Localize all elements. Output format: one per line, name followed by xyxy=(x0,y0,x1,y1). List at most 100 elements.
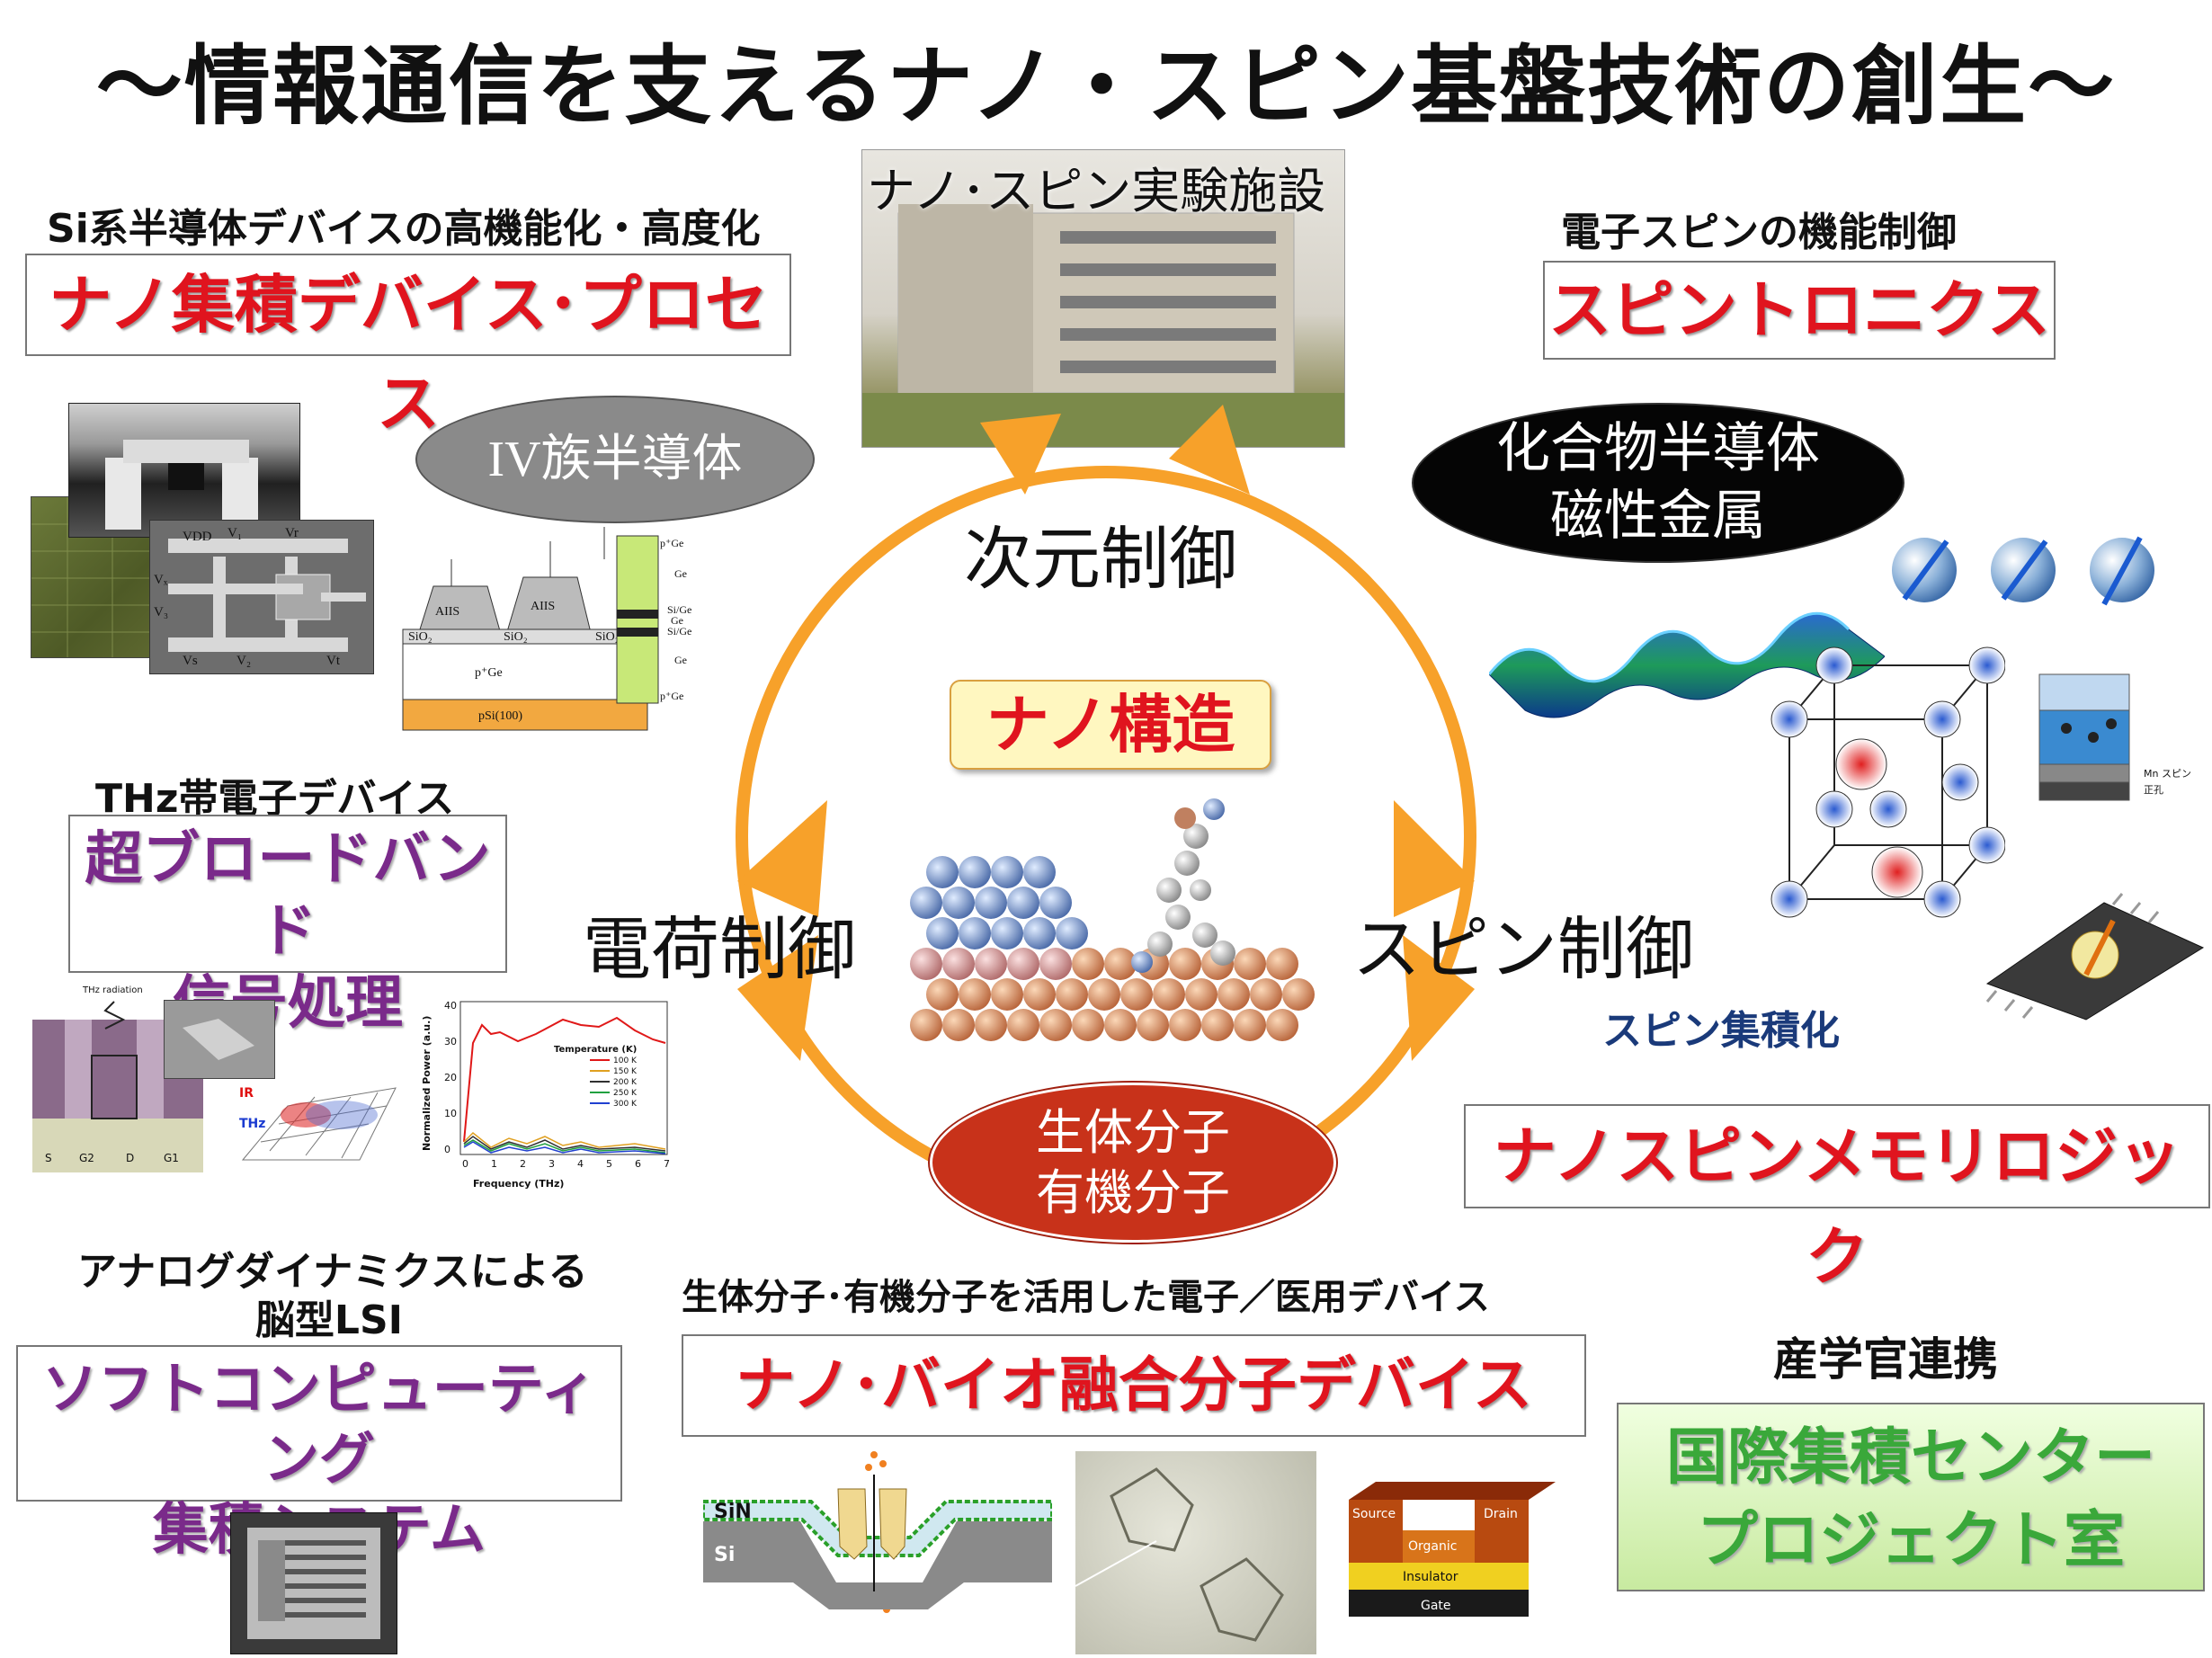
p-si-label: pSi(100) xyxy=(478,709,522,723)
aiis-2-label: AIIS xyxy=(531,600,555,613)
microscope-photo xyxy=(1075,1451,1316,1654)
chart-xtick-label: 6 xyxy=(635,1158,641,1170)
chart-xtick-label: 4 xyxy=(577,1158,584,1170)
thz-device-subtitle: THz帯電子デバイス xyxy=(95,776,455,822)
nano-spin-facility-label: ナノ･スピン実験施設 xyxy=(867,163,1326,219)
ge-7-label: p⁺Ge xyxy=(660,690,683,702)
v3-label: V₃ xyxy=(154,605,168,620)
series-line-250k xyxy=(463,1139,666,1154)
organic-molecule-label: 有機分子 xyxy=(1036,1164,1230,1221)
g2-label: G2 xyxy=(79,1152,94,1164)
series-line-300k xyxy=(463,1141,666,1154)
drain-label: Drain xyxy=(1484,1507,1518,1521)
chart-ylabel: Normalized Power (a.u.) xyxy=(421,1016,433,1151)
project-office-label: プロジェクト室 xyxy=(1696,1505,2125,1576)
electron-spin-subtitle: 電子スピンの機能制御 xyxy=(1561,209,1957,255)
sio2-1-label: SiO₂ xyxy=(408,630,433,644)
vt-label: Vt xyxy=(326,654,341,668)
dimension-control-label: 次元制御 xyxy=(964,519,1237,599)
chart-legend-entry: 300 K xyxy=(613,1100,638,1109)
thz-spectrum-chart: Frequency (THz) Normalized Power (a.u.) … xyxy=(419,989,680,1192)
chart-legend-entry: 100 K xyxy=(613,1056,638,1065)
d-label: D xyxy=(126,1152,134,1164)
chart-ytick-label: 30 xyxy=(444,1036,457,1047)
sio2-3-label: SiO₂ xyxy=(595,630,620,644)
bio-organic-molecule-ellipse: 生体分子 有機分子 xyxy=(930,1083,1336,1243)
chart-xtick-label: 2 xyxy=(520,1158,526,1170)
broadband-label: 超ブロードバンド xyxy=(85,826,491,965)
nano-structure-box: ナノ構造 xyxy=(950,680,1271,770)
series-line-100k xyxy=(463,1016,666,1143)
chart-ytick-label: 10 xyxy=(444,1108,457,1119)
chart-ytick-label: 0 xyxy=(444,1144,450,1155)
chart-xtick-label: 0 xyxy=(462,1158,468,1170)
chart-legend-entry: 250 K xyxy=(613,1089,638,1098)
nanostructure-atoms xyxy=(899,791,1331,1061)
brain-lsi-label: 脳型LSI xyxy=(254,1297,404,1343)
chart-xtick-label: 3 xyxy=(549,1158,555,1170)
aiis-1-label: AIIS xyxy=(435,605,459,619)
lsi-chip-photo xyxy=(230,1512,397,1654)
iv-semiconductor-ellipse: IV族半導体 xyxy=(415,396,815,523)
graphene-illustration: IR THz xyxy=(234,1070,414,1176)
spin-wave-illustration xyxy=(1487,575,1886,755)
chart-xtick-label: 5 xyxy=(606,1158,612,1170)
series-line-150k xyxy=(463,1131,666,1150)
spin-device-stack: Mn スピン 正孔 xyxy=(2030,647,2201,827)
g1-label: G1 xyxy=(164,1152,179,1164)
thz-device-layout: THz radiation S G2 D G1 xyxy=(29,984,209,1172)
international-center-box: 国際集積センター プロジェクト室 xyxy=(1617,1403,2205,1591)
chart-xtick-label: 1 xyxy=(491,1158,497,1170)
page-title: ～情報通信を支えるナノ・スピン基盤技術の創生～ xyxy=(95,36,2117,137)
vs-label: Vs xyxy=(183,654,198,668)
thz-radiation-label: THz radiation xyxy=(82,985,143,995)
ge-2-label: Ge xyxy=(674,567,687,580)
compound-semiconductor-label: 化合物半導体 xyxy=(1496,417,1820,480)
building-photo xyxy=(861,149,1345,448)
biomolecule-label: 生体分子 xyxy=(1036,1103,1230,1161)
brain-lsi-subtitle: アナログダイナミクスによる 脳型LSI xyxy=(77,1248,588,1345)
vdd-label: VDD xyxy=(183,530,212,544)
broadband-signal-box: 超ブロードバンド 信号処理 xyxy=(68,815,507,1037)
chart-ytick-label: 40 xyxy=(444,1000,457,1012)
spintronics-box: スピントロニクス xyxy=(1543,261,2056,360)
nanopore-diagram: SiN Si xyxy=(701,1448,1054,1617)
sio2-2-label: SiO₂ xyxy=(504,630,528,644)
bio-device-subtitle: 生体分子･有機分子を活用した電子／医用デバイス xyxy=(682,1277,1490,1318)
analog-dynamics-label: アナログダイナミクスによる xyxy=(77,1249,588,1295)
spin-spheres xyxy=(1879,525,2176,624)
sem-image xyxy=(68,403,300,538)
spin-integration-label: スピン集積化 xyxy=(1602,1008,1840,1054)
ge-3-label: Si/Ge xyxy=(667,603,691,616)
si-device-subtitle: Si系半導体デバイスの高機能化・高度化 xyxy=(47,206,761,252)
circuit-layout: VDD V₁ Vr Vₓ V₃ Vs V₂ Vt xyxy=(149,520,374,674)
thz-sem-image xyxy=(164,1000,275,1079)
chart-ytick-label: 20 xyxy=(444,1072,457,1083)
thz-label: THz xyxy=(239,1117,265,1131)
vr-label: Vr xyxy=(285,526,299,540)
ge-1-label: p⁺Ge xyxy=(660,537,683,549)
magnetic-metal-label: 磁性金属 xyxy=(1550,485,1766,548)
si-label: Si xyxy=(714,1544,735,1566)
spin-chip-illustration xyxy=(1969,885,2212,1029)
series-line-200k xyxy=(463,1136,666,1152)
charge-control-label: 電荷制御 xyxy=(583,909,856,989)
ge-5-label: Si/Ge xyxy=(667,625,691,637)
ge-4-label: Ge xyxy=(671,614,683,627)
chart-legend-entry: 200 K xyxy=(613,1078,638,1087)
gate-label: Gate xyxy=(1421,1599,1451,1613)
insulator-label: Insulator xyxy=(1403,1570,1458,1584)
crystal-lattice xyxy=(1744,629,2006,953)
chart-legend-entry: 150 K xyxy=(613,1067,638,1076)
ge-6-label: Ge xyxy=(674,654,687,666)
hole-label: 正孔 xyxy=(2144,784,2163,796)
organic-transistor-diagram: Source Drain Organic Insulator Gate xyxy=(1349,1482,1556,1617)
s-label: S xyxy=(45,1152,52,1164)
sin-label: SiN xyxy=(714,1501,752,1523)
mn-spin-label: Mn スピン xyxy=(2144,768,2191,780)
control-cycle-diagram xyxy=(683,360,1529,1207)
v2-label: V₂ xyxy=(236,654,251,668)
spin-control-label: スピン制御 xyxy=(1352,909,1694,989)
industry-academia-subtitle: 産学官連携 xyxy=(1773,1333,1998,1386)
v1-label: V₁ xyxy=(227,526,242,540)
